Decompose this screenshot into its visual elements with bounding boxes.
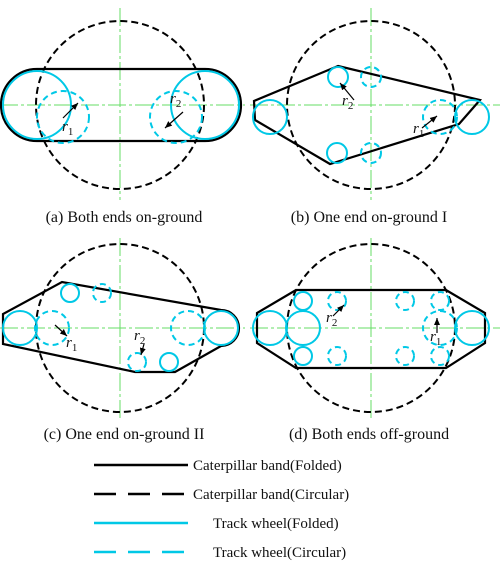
panel-c-r1-label: r1: [66, 335, 77, 354]
panel-c: r1 r2 (c) One end on-ground II: [0, 238, 245, 443]
panel-a-caption: (a) Both ends on-ground: [46, 209, 203, 226]
svg-text:Track wheel(Circular): Track wheel(Circular): [213, 545, 346, 561]
panel-a-wheels-circular: [36, 90, 203, 144]
panel-b-caption: (b) One end on-ground I: [291, 209, 447, 226]
panel-d-r2-label: r2: [326, 310, 337, 329]
legend-item-band-circular: Caterpillar band(Circular): [94, 487, 349, 503]
panel-b-band-circular: [286, 20, 456, 190]
panel-c-r1-arrow: [54, 324, 68, 337]
panel-a: r1 r2 (a) Both ends on-ground: [0, 8, 245, 226]
panel-d-r2-arrow: [332, 304, 345, 317]
legend-item-band-folded: Caterpillar band(Folded): [94, 458, 342, 474]
panel-b-wheels-folded: [252, 66, 490, 164]
panel-a-band-folded: [0, 67, 243, 143]
panel-d-wheels-folded: [252, 291, 490, 366]
svg-text:Track wheel(Folded): Track wheel(Folded): [213, 516, 339, 532]
panel-c-r2-arrow: [139, 343, 146, 356]
svg-text:Caterpillar band(Folded): Caterpillar band(Folded): [193, 458, 342, 474]
panel-b-r2-label: r2: [342, 93, 353, 112]
panel-a-r1-arrow: [62, 102, 79, 119]
panel-a-r2-label: r2: [170, 91, 181, 110]
panel-b-band-folded: [252, 64, 483, 166]
panel-c-caption: (c) One end on-ground II: [44, 426, 205, 443]
panel-b-r2-arrow: [339, 82, 355, 101]
panel-b-r1-label: r1: [413, 121, 424, 140]
svg-text:Caterpillar band(Circular): Caterpillar band(Circular): [193, 487, 349, 503]
legend-item-wheel-circular: Track wheel(Circular): [94, 545, 346, 561]
panel-d-band-folded: [255, 288, 487, 370]
panel-d: r1 r2 (d) Both ends off-ground: [250, 238, 500, 443]
legend-item-wheel-folded: Track wheel(Folded): [94, 516, 339, 532]
panel-d-caption: (d) Both ends off-ground: [289, 426, 449, 443]
panel-b-centerlines: [250, 8, 500, 200]
panel-c-wheels-circular: [34, 283, 206, 372]
panel-d-r1-label: r1: [430, 329, 441, 348]
panel-a-r2-arrow: [164, 111, 184, 129]
panel-a-r1-label: r1: [62, 119, 73, 138]
panel-d-centerlines: [250, 238, 500, 420]
panel-b: r1 r2 (b) One end on-ground I: [250, 8, 500, 226]
panel-c-r2-label: r2: [134, 328, 145, 347]
panel-a-band-circular: [35, 20, 205, 190]
panel-b-wheels-circular: [360, 66, 458, 164]
legend: Caterpillar band(Folded) Caterpillar ban…: [94, 458, 349, 561]
panel-b-r1-arrow: [421, 115, 438, 129]
